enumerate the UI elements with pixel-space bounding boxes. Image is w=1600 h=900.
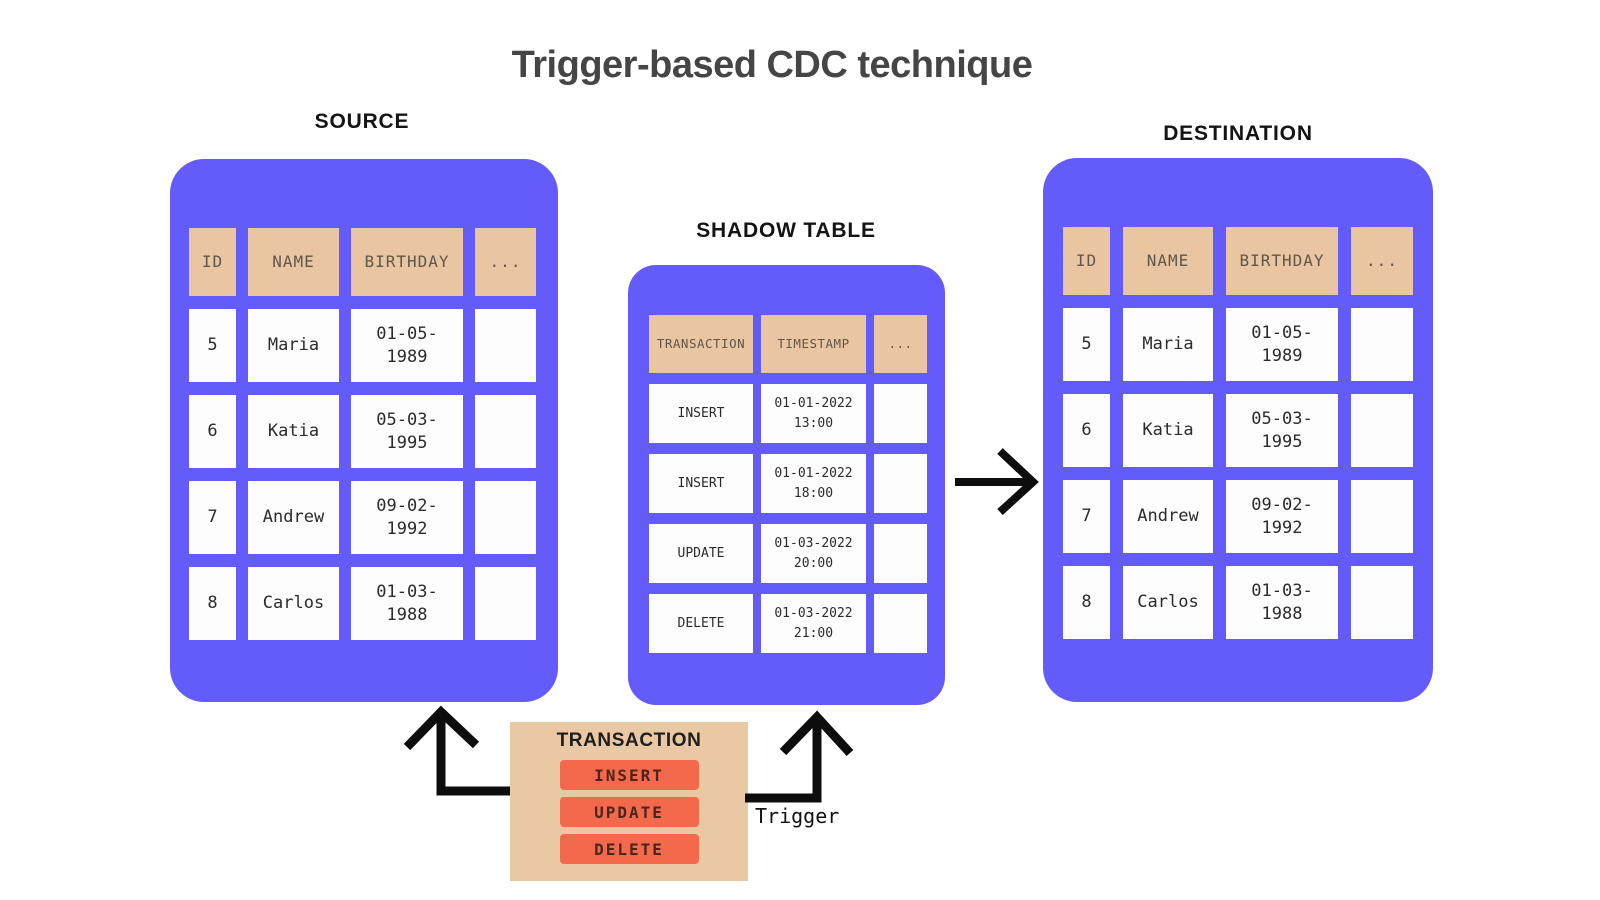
data-cell: 6 — [1063, 394, 1110, 467]
data-cell: 8 — [1063, 566, 1110, 639]
shadow-table-card: TRANSACTION TIMESTAMP ... INSERT 01-01-2… — [628, 265, 945, 705]
update-button: UPDATE — [559, 797, 699, 827]
data-cell: 01-03- 1988 — [351, 567, 463, 640]
data-cell: Maria — [248, 309, 339, 382]
data-cell: Carlos — [248, 567, 339, 640]
data-cell: Maria — [1123, 308, 1213, 381]
data-cell: 7 — [1063, 480, 1110, 553]
diagram-title: Trigger-based CDC technique — [511, 44, 1033, 86]
data-cell: 05-03- 1995 — [1226, 394, 1338, 467]
data-cell: INSERT — [649, 384, 753, 443]
column-header: TRANSACTION — [649, 315, 753, 373]
data-cell: Carlos — [1123, 566, 1213, 639]
destination-table-card: ID NAME BIRTHDAY ... 5 Maria 01-05- 1989… — [1043, 158, 1433, 702]
data-cell: 6 — [189, 395, 236, 468]
transaction-to-source-arrow — [403, 705, 510, 796]
data-cell — [1351, 308, 1413, 381]
data-cell: Katia — [1123, 394, 1213, 467]
data-cell — [475, 481, 536, 554]
data-cell: 01-03- 1988 — [1226, 566, 1338, 639]
data-cell: 8 — [189, 567, 236, 640]
data-cell: INSERT — [649, 454, 753, 513]
data-cell: 5 — [189, 309, 236, 382]
data-cell: 01-03-2022 20:00 — [761, 524, 866, 583]
source-table-label: SOURCE — [314, 110, 410, 133]
data-cell: UPDATE — [649, 524, 753, 583]
data-cell: 09-02- 1992 — [351, 481, 463, 554]
data-cell: Andrew — [1123, 480, 1213, 553]
data-cell — [1351, 480, 1413, 553]
data-cell: Katia — [248, 395, 339, 468]
transaction-panel-title: TRANSACTION — [556, 730, 702, 751]
shadow-table-label: SHADOW TABLE — [696, 219, 876, 242]
data-cell — [1351, 394, 1413, 467]
data-cell: 01-03-2022 21:00 — [761, 594, 866, 653]
data-cell — [874, 594, 927, 653]
data-cell: 7 — [189, 481, 236, 554]
data-cell: 01-05- 1989 — [351, 309, 463, 382]
column-header: ... — [475, 228, 536, 296]
data-cell: 5 — [1063, 308, 1110, 381]
data-cell — [475, 567, 536, 640]
column-header: ... — [874, 315, 927, 373]
trigger-label: Trigger — [755, 804, 840, 828]
column-header: ... — [1351, 227, 1413, 295]
data-cell: 01-01-2022 18:00 — [761, 454, 866, 513]
transaction-panel: TRANSACTION INSERT UPDATE DELETE — [510, 722, 748, 881]
column-header: BIRTHDAY — [1226, 227, 1338, 295]
data-cell — [874, 524, 927, 583]
data-cell — [874, 384, 927, 443]
transaction-button-list: INSERT UPDATE DELETE — [559, 760, 699, 864]
trigger-to-shadow-arrow — [745, 710, 854, 803]
data-cell — [475, 395, 536, 468]
column-header: NAME — [1123, 227, 1213, 295]
data-cell: DELETE — [649, 594, 753, 653]
column-header: ID — [189, 228, 236, 296]
source-table-card: ID NAME BIRTHDAY ... 5 Maria 01-05- 1989… — [170, 159, 558, 702]
data-cell — [475, 309, 536, 382]
column-header: BIRTHDAY — [351, 228, 463, 296]
destination-table-label: DESTINATION — [1163, 122, 1313, 145]
data-cell: 09-02- 1992 — [1226, 480, 1338, 553]
column-header: NAME — [248, 228, 339, 296]
data-cell — [1351, 566, 1413, 639]
data-cell: Andrew — [248, 481, 339, 554]
data-cell — [874, 454, 927, 513]
delete-button: DELETE — [559, 834, 699, 864]
data-cell: 01-01-2022 13:00 — [761, 384, 866, 443]
data-cell: 05-03- 1995 — [351, 395, 463, 468]
shadow-to-destination-arrow — [955, 448, 1039, 515]
insert-button: INSERT — [559, 760, 699, 790]
data-cell: 01-05- 1989 — [1226, 308, 1338, 381]
column-header: ID — [1063, 227, 1110, 295]
column-header: TIMESTAMP — [761, 315, 866, 373]
